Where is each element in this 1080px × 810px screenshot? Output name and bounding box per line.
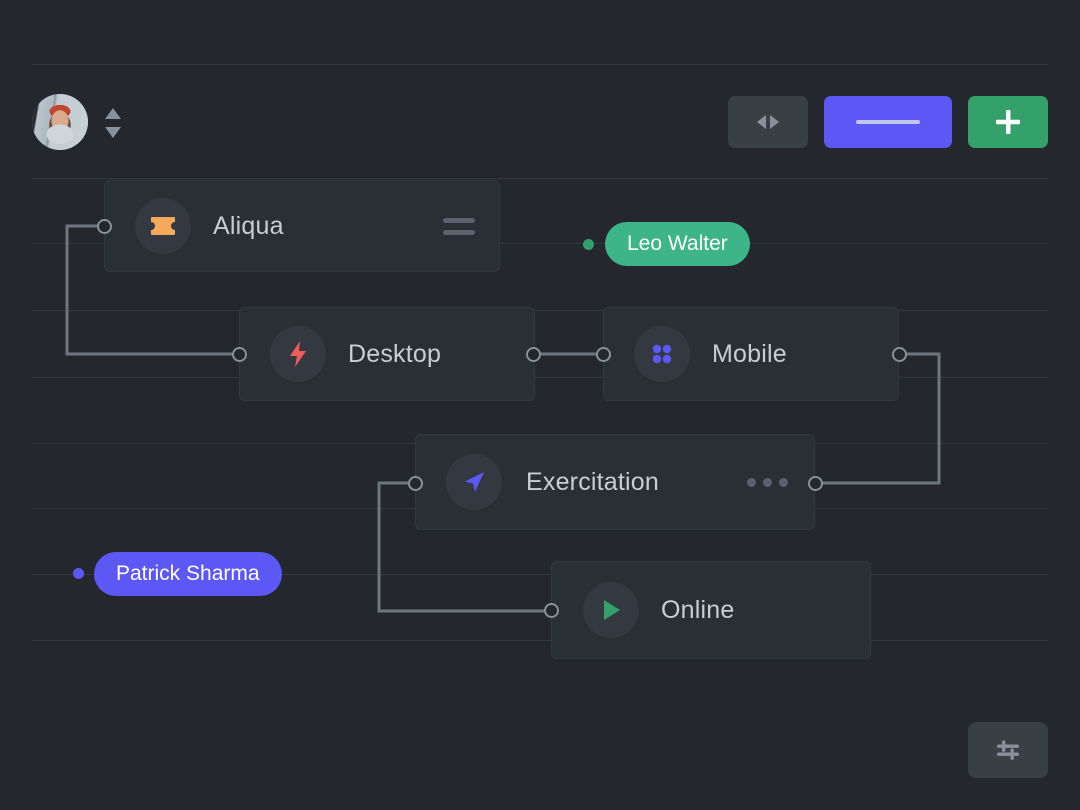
port-desktop-left[interactable] bbox=[232, 347, 247, 362]
port-aliqua-left[interactable] bbox=[97, 219, 112, 234]
lightning-bolt-icon bbox=[270, 326, 326, 382]
grid-line bbox=[32, 640, 1048, 641]
node-exercitation[interactable]: Exercitation bbox=[415, 434, 815, 530]
grid-line bbox=[32, 310, 1048, 311]
ellipsis-icon bbox=[747, 477, 788, 487]
pill-label: Patrick Sharma bbox=[116, 562, 260, 585]
grid-line bbox=[32, 377, 1048, 378]
node-label: Mobile bbox=[712, 339, 787, 368]
pill-leo-walter[interactable]: Leo Walter bbox=[605, 222, 750, 266]
user-avatar[interactable] bbox=[32, 94, 88, 150]
menu-lines-icon bbox=[443, 217, 475, 235]
grid-line bbox=[32, 243, 1048, 244]
grid-line bbox=[32, 178, 1048, 179]
plus-icon bbox=[996, 110, 1020, 134]
grid-line bbox=[32, 64, 1048, 65]
bar-button[interactable] bbox=[824, 96, 952, 148]
ticket-icon bbox=[135, 198, 191, 254]
node-desktop[interactable]: Desktop bbox=[239, 307, 535, 401]
collapse-horizontal-icon bbox=[757, 115, 779, 129]
navigation-arrow-icon bbox=[446, 454, 502, 510]
port-exercitation-left[interactable] bbox=[408, 476, 423, 491]
minus-bar-icon bbox=[856, 120, 920, 124]
node-aliqua[interactable]: Aliqua bbox=[104, 180, 500, 272]
pill-dot-leo-walter bbox=[583, 239, 594, 250]
sort-arrows-icon bbox=[105, 108, 121, 138]
settings-sliders-button[interactable] bbox=[968, 722, 1048, 778]
collapse-expand-button[interactable] bbox=[728, 96, 808, 148]
node-menu-button[interactable] bbox=[443, 217, 475, 235]
node-more-button[interactable] bbox=[747, 477, 788, 487]
pill-label: Leo Walter bbox=[627, 232, 728, 255]
avatar-photo bbox=[32, 94, 88, 150]
sliders-icon bbox=[997, 740, 1019, 760]
port-mobile-left[interactable] bbox=[596, 347, 611, 362]
add-button[interactable] bbox=[968, 96, 1048, 148]
node-label: Desktop bbox=[348, 339, 442, 368]
node-label: Exercitation bbox=[526, 467, 660, 496]
port-desktop-right[interactable] bbox=[526, 347, 541, 362]
node-online[interactable]: Online bbox=[551, 561, 871, 659]
play-triangle-icon bbox=[583, 582, 639, 638]
port-mobile-right[interactable] bbox=[892, 347, 907, 362]
pill-dot-patrick-sharma bbox=[73, 568, 84, 579]
port-exercitation-right[interactable] bbox=[808, 476, 823, 491]
node-mobile[interactable]: Mobile bbox=[603, 307, 899, 401]
pill-patrick-sharma[interactable]: Patrick Sharma bbox=[94, 552, 282, 596]
sort-updown-control[interactable] bbox=[102, 106, 124, 140]
port-online-left[interactable] bbox=[544, 603, 559, 618]
node-label: Aliqua bbox=[213, 211, 284, 240]
node-label: Online bbox=[661, 595, 735, 624]
four-dots-grid-icon bbox=[634, 326, 690, 382]
